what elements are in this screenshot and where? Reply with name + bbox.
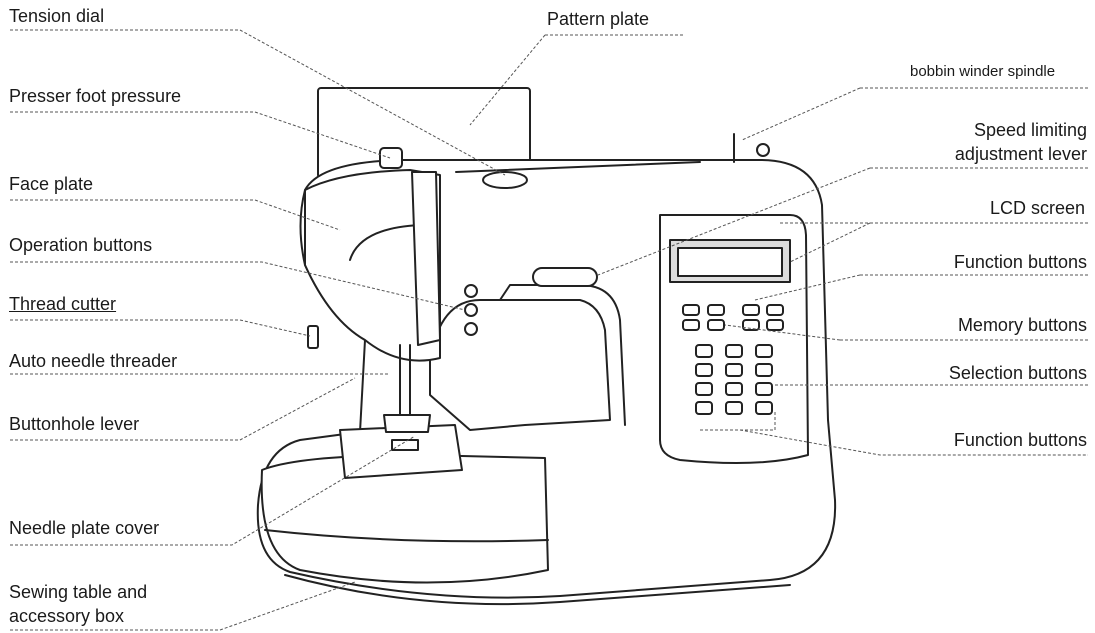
leader-function-bottom <box>700 412 1088 456</box>
label-sewing-table-line2: accessory box <box>9 606 125 626</box>
leader-presser-foot <box>10 111 391 159</box>
leader-lcd <box>780 222 1088 263</box>
label-face-plate: Face plate <box>9 174 94 194</box>
label-needle-plate-cover: Needle plate cover <box>9 518 160 538</box>
face-plate-shape <box>304 169 441 362</box>
leader-operation <box>10 261 466 311</box>
leader-buttonhole <box>10 377 356 441</box>
tension-dial-shape <box>482 171 528 189</box>
label-auto-needle-threader: Auto needle threader <box>9 351 178 371</box>
function-button-grid <box>682 304 784 331</box>
label-thread-cutter: Thread cutter <box>9 294 117 314</box>
leader-pattern-plate <box>469 34 685 126</box>
sewing-table-shape <box>260 454 549 584</box>
label-tension-dial: Tension dial <box>9 6 105 26</box>
label-memory-buttons: Memory buttons <box>957 315 1087 335</box>
presser-foot-dial <box>379 147 403 169</box>
label-presser-foot-pressure: Presser foot pressure <box>9 86 182 106</box>
label-buttonhole-lever: Buttonhole lever <box>9 414 140 434</box>
label-function-buttons-bottom: Function buttons <box>953 430 1087 450</box>
label-operation-buttons: Operation buttons <box>9 235 153 255</box>
machine-arm-opening <box>429 299 611 431</box>
label-lcd-screen: LCD screen <box>989 198 1085 218</box>
speed-lever-shape <box>532 267 598 287</box>
label-selection-buttons: Selection buttons <box>948 363 1087 383</box>
leader-speed-limiting <box>597 167 1088 276</box>
leader-bobbin-winder <box>741 87 1088 141</box>
label-pattern-plate: Pattern plate <box>547 9 650 29</box>
selection-button-grid <box>695 344 773 415</box>
label-function-buttons-top: Function buttons <box>953 252 1087 272</box>
leader-sewing-table <box>10 581 356 631</box>
leader-tension-dial <box>10 29 506 176</box>
label-speed-limiting-line2: adjustment lever <box>954 144 1087 164</box>
leader-face-plate <box>10 199 341 231</box>
leader-function-top <box>754 274 1088 301</box>
label-speed-limiting-line1: Speed limiting <box>973 120 1087 140</box>
leader-thread-cutter <box>10 319 311 337</box>
label-sewing-table-line1: Sewing table and <box>9 582 148 602</box>
leader-memory <box>724 324 1088 341</box>
label-bobbin-winder-spindle: bobbin winder spindle <box>910 63 1056 80</box>
leader-needle-plate <box>10 435 416 546</box>
